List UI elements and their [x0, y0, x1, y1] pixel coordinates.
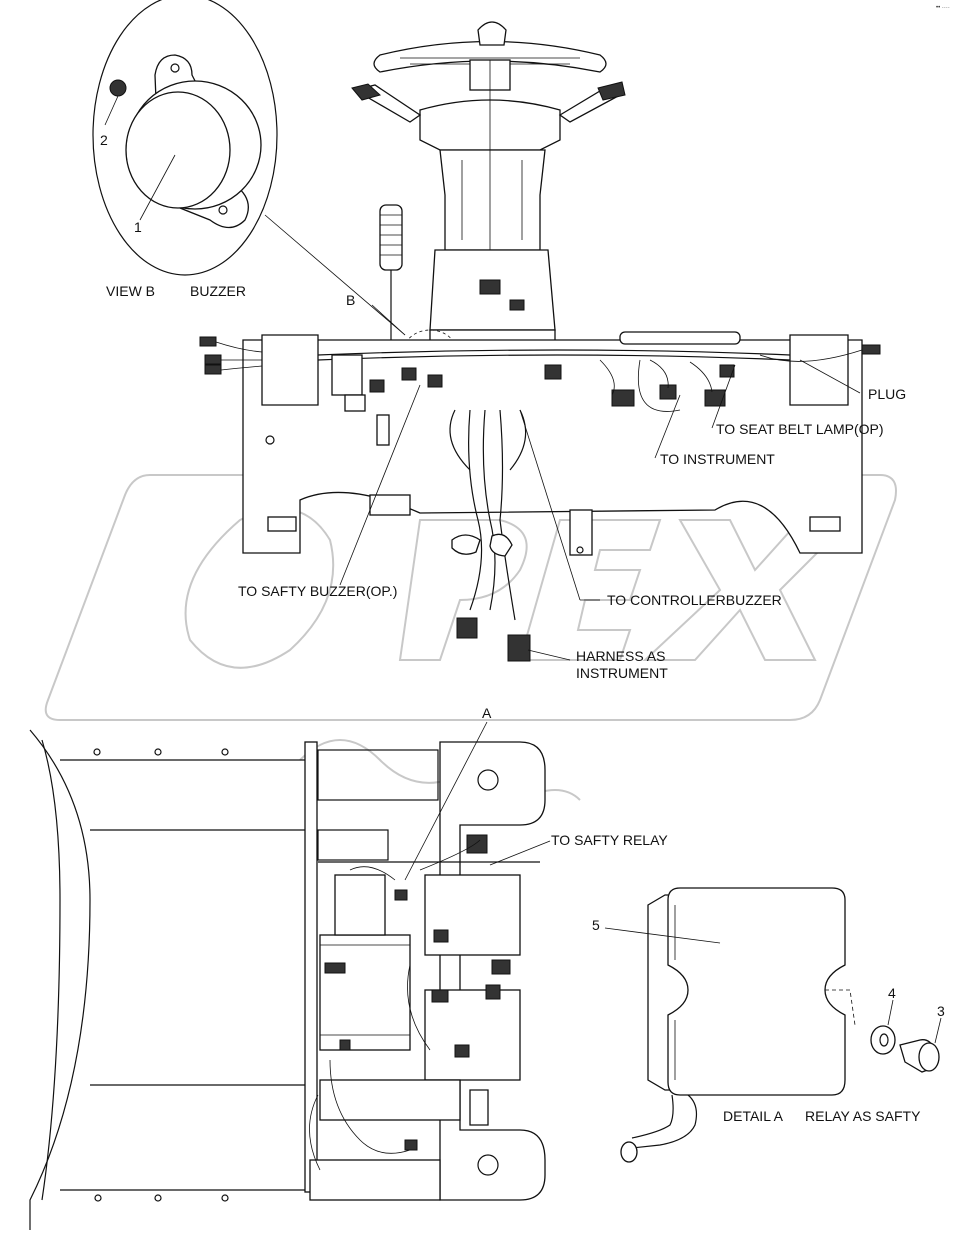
upper-callout-leaders: [339, 304, 861, 661]
view-b-outline: [92, 0, 278, 276]
bottom-bracket: [309, 1159, 441, 1201]
callout-a: A: [482, 705, 492, 721]
view-b-buzzer: 2 1 VIEW B BUZZER: [92, 0, 406, 336]
compartment-wall: [304, 741, 318, 1193]
detail-a-subtitle: RELAY AS SAFTY: [805, 1108, 921, 1124]
detail-a-item-4: 4: [888, 985, 896, 1001]
solenoid: [334, 874, 386, 936]
safty-relay-body: [667, 887, 846, 1096]
panel-slot-right: [809, 516, 841, 532]
buzzer-mount-tab: [369, 494, 411, 516]
callout-seat-belt-lamp: TO SEAT BELT LAMP(OP): [716, 421, 884, 437]
lower-chassis: [29, 729, 546, 1230]
contactor-lower: [424, 989, 521, 1081]
contactor-upper: [424, 874, 521, 956]
buzzer-screw: [109, 79, 127, 97]
panel-slot-left: [267, 516, 297, 532]
washer-4: [870, 1025, 896, 1055]
detail-a-item-5: 5: [592, 917, 600, 933]
dash-panel-and-harness: [199, 331, 881, 662]
buzzer-connector-left: [451, 534, 481, 555]
leader-a: [404, 721, 488, 881]
callout-to-instrument: TO INSTRUMENT: [660, 451, 775, 467]
view-b-item-2: 2: [100, 132, 108, 148]
callout-harness-line1: HARNESS AS: [576, 648, 665, 664]
callout-safty-buzzer: TO SAFTY BUZZER(OP.): [238, 583, 397, 599]
column-tube: [439, 149, 546, 251]
detail-a-item-3: 3: [937, 1003, 945, 1019]
harness-connectors: [199, 336, 881, 412]
upper-panel: [317, 749, 439, 801]
steering-knob: [477, 21, 507, 46]
instrument-connector-b: [507, 634, 531, 662]
instrument-connector-a: [456, 617, 478, 639]
callout-b: B: [346, 292, 355, 308]
view-b-title: VIEW B: [106, 283, 155, 299]
view-b-item-1: 1: [134, 219, 142, 235]
callout-controller-buzzer: TO CONTROLLERBUZZER: [607, 592, 782, 608]
frame-bracket: [439, 741, 546, 1201]
callout-safty-relay: TO SAFTY RELAY: [551, 832, 668, 848]
callout-plug: PLUG: [868, 386, 906, 402]
corner-mark: •• ····: [936, 5, 950, 11]
view-b-subtitle: BUZZER: [190, 283, 246, 299]
callout-harness-line2: INSTRUMENT: [576, 665, 668, 681]
lower-plate: [319, 1079, 461, 1121]
detail-a-title: DETAIL A: [723, 1108, 784, 1124]
buzzer-connector-right: [489, 533, 513, 557]
buzzer-face: [125, 91, 231, 209]
leader-safty-relay: [489, 840, 551, 866]
pump-motor: [319, 934, 411, 1051]
relay-mount-tube: [620, 1141, 638, 1163]
lower-connectors: [324, 834, 511, 1151]
harness-clip-bar: [619, 331, 741, 345]
chassis-bolts: [93, 748, 229, 1202]
controller-bracket: [569, 509, 593, 556]
left-side-bracket: [261, 334, 319, 406]
detail-a-relay: 4 3 5 DETAIL A RELAY AS SAFTY: [592, 887, 945, 1163]
left-relay-block: [331, 354, 363, 396]
